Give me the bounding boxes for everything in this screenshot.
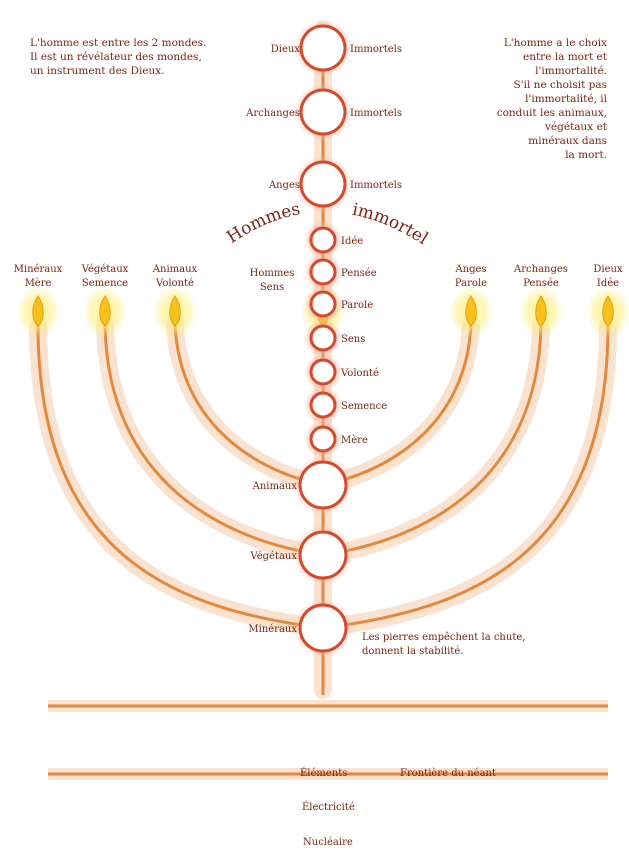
note-line: la mort. [497,148,607,162]
note-line: conduit les animaux, [497,106,607,120]
small-circle-label: Parole [341,300,373,311]
candle-label-top: Végétaux [81,264,129,275]
note-left: L'homme est entre les 2 mondes.Il est un… [30,36,206,78]
small-circle-label: Sens [341,334,365,345]
note-line: un instrument des Dieux. [30,64,206,78]
note-line: L'homme est entre les 2 mondes. [30,36,206,50]
small-circle-3 [304,319,342,357]
small-circle-4 [304,353,342,391]
candle-label-top: Archanges [513,264,568,275]
top-circle-0 [294,19,352,77]
small-circle-2 [304,285,342,323]
small-circle-6 [304,420,342,458]
big-circle-label: Végétaux [249,551,297,562]
candle-label-bottom: Parole [455,278,487,289]
top-circle-1 [294,83,352,141]
hommes-label: Hommes [250,268,295,279]
top-circle-right-label: Immortels [350,108,402,119]
small-circle-label: Idée [341,236,363,247]
candle-label-bottom: Pensée [523,278,559,289]
top-circle-left-label: Archanges [245,108,300,119]
big-circle-label: Animaux [252,481,298,492]
top-circle-right-label: Immortels [350,44,402,55]
candle-label-top: Animaux [152,264,198,275]
top-circle-2 [294,155,352,213]
candle-label-bottom: Mère [25,278,52,289]
big-circle-0 [293,455,353,515]
candle-label-top: Minéraux [14,264,63,275]
nucleaire-label: Nucléaire [303,837,353,848]
small-circle-label: Semence [341,401,387,412]
electricite-label: Électricité [302,801,355,813]
big-circle-2 [293,598,353,658]
small-circle-label: Pensée [341,268,377,279]
note-line: l'immortalité. [497,64,607,78]
candle-label-top: Anges [454,264,486,275]
note-line: l'immortalité, il [497,92,607,106]
candle-label-bottom: Semence [82,278,128,289]
stones-note-line2: donnent la stabilité. [362,646,463,657]
candle-label-top: Dieux [593,264,623,275]
note-line: Il est un révélateur des mondes, [30,50,206,64]
note-line: L'homme a le choix [497,36,607,50]
hommes-immortels-arc: Hommes [223,199,302,247]
big-circle-label: Minéraux [248,624,297,635]
stones-note-line1: Les pierres empêchent la chute, [362,632,525,643]
top-circle-left-label: Anges [268,180,300,191]
candle-label-bottom: Idée [597,278,619,289]
frontier-label: Frontière du néant [400,768,496,779]
top-circle-right-label: Immortels [350,180,402,191]
note-line: entre la mort et [497,50,607,64]
small-circle-5 [304,386,342,424]
note-line: minéraux dans [497,134,607,148]
small-circle-label: Volonté [340,368,379,379]
big-circle-1 [293,525,353,585]
top-circle-left-label: Dieux [271,44,301,55]
note-line: végétaux et [497,120,607,134]
note-line: S'il ne choisit pas [497,78,607,92]
small-circle-label: Mère [341,435,368,446]
sens-label: Sens [260,282,284,293]
arc-word-hommes: Hommes [223,199,302,247]
elements-label: Éléments [300,767,347,779]
candle-label-bottom: Volonté [155,278,194,289]
